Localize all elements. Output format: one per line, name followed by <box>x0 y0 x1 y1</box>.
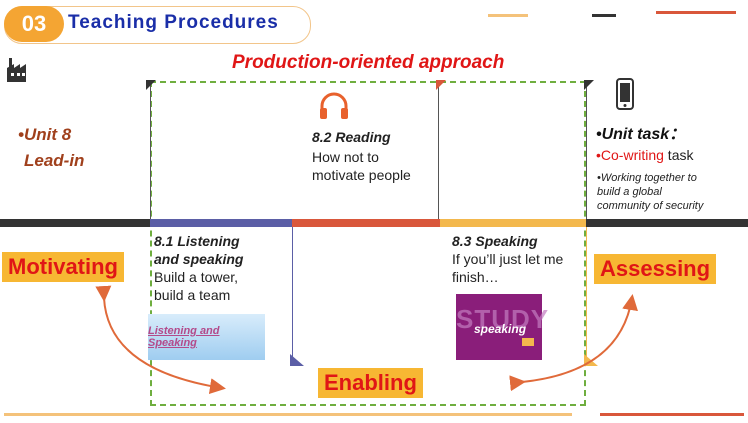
reading-title: 8.2 Reading <box>312 129 391 145</box>
lead-in-label: Lead-in <box>24 151 85 170</box>
unit-task-bullet: • <box>596 147 601 163</box>
speaking-line-2: finish… <box>452 269 499 285</box>
factory-icon <box>6 56 30 82</box>
timeline-segment-dark-right <box>586 219 748 227</box>
top-line-red <box>656 11 736 14</box>
unit-task-title: •Unit task： <box>596 126 686 143</box>
task-word: task <box>663 147 694 163</box>
speaking-title: 8.3 Speaking <box>452 233 538 249</box>
top-line-dark <box>592 14 616 17</box>
listening-title-2: and speaking <box>154 251 244 267</box>
assessing-tag: Assessing <box>594 254 717 284</box>
unit-task-note: •Working together to build a global comm… <box>597 171 703 213</box>
reading-line-2: motivate people <box>312 167 411 183</box>
top-line-orange <box>488 14 528 17</box>
bottom-line-orange <box>4 413 572 416</box>
listening-line-1: Build a tower, <box>154 269 239 285</box>
note-line-1: •Working together to <box>597 172 697 184</box>
section-number: 03 <box>4 6 64 42</box>
reading-line-1: How not to <box>312 149 379 165</box>
divider-2 <box>438 82 439 222</box>
cowriting-text: Co-writing <box>600 147 664 163</box>
timeline-segment-dark-left <box>0 219 150 227</box>
divider-4 <box>292 226 293 364</box>
timeline-segment-yellow <box>440 219 586 227</box>
divider-3 <box>586 82 587 222</box>
headphones-icon <box>318 90 350 120</box>
enabling-tag: Enabling <box>318 368 423 398</box>
approach-title: Production-oriented approach <box>232 52 505 73</box>
listening-title-1: 8.1 Listening <box>154 233 240 249</box>
timeline-segment-blue <box>150 219 292 227</box>
enabling-frame <box>150 81 586 406</box>
bottom-line-red <box>600 413 744 416</box>
timeline-segment-red <box>292 219 440 227</box>
speaking-line-1: If you’ll just let me <box>452 251 564 267</box>
divider-1 <box>150 82 151 222</box>
page-title: Teaching Procedures <box>68 12 279 33</box>
note-line-3: community of security <box>597 200 704 212</box>
lead-in-unit: •Unit 8 <box>18 125 72 144</box>
motivating-tag: Motivating <box>2 252 124 282</box>
note-line-2: build a global <box>597 186 662 198</box>
unit-task-cowriting: •Co-writing task <box>596 146 694 164</box>
phone-icon <box>616 78 634 110</box>
